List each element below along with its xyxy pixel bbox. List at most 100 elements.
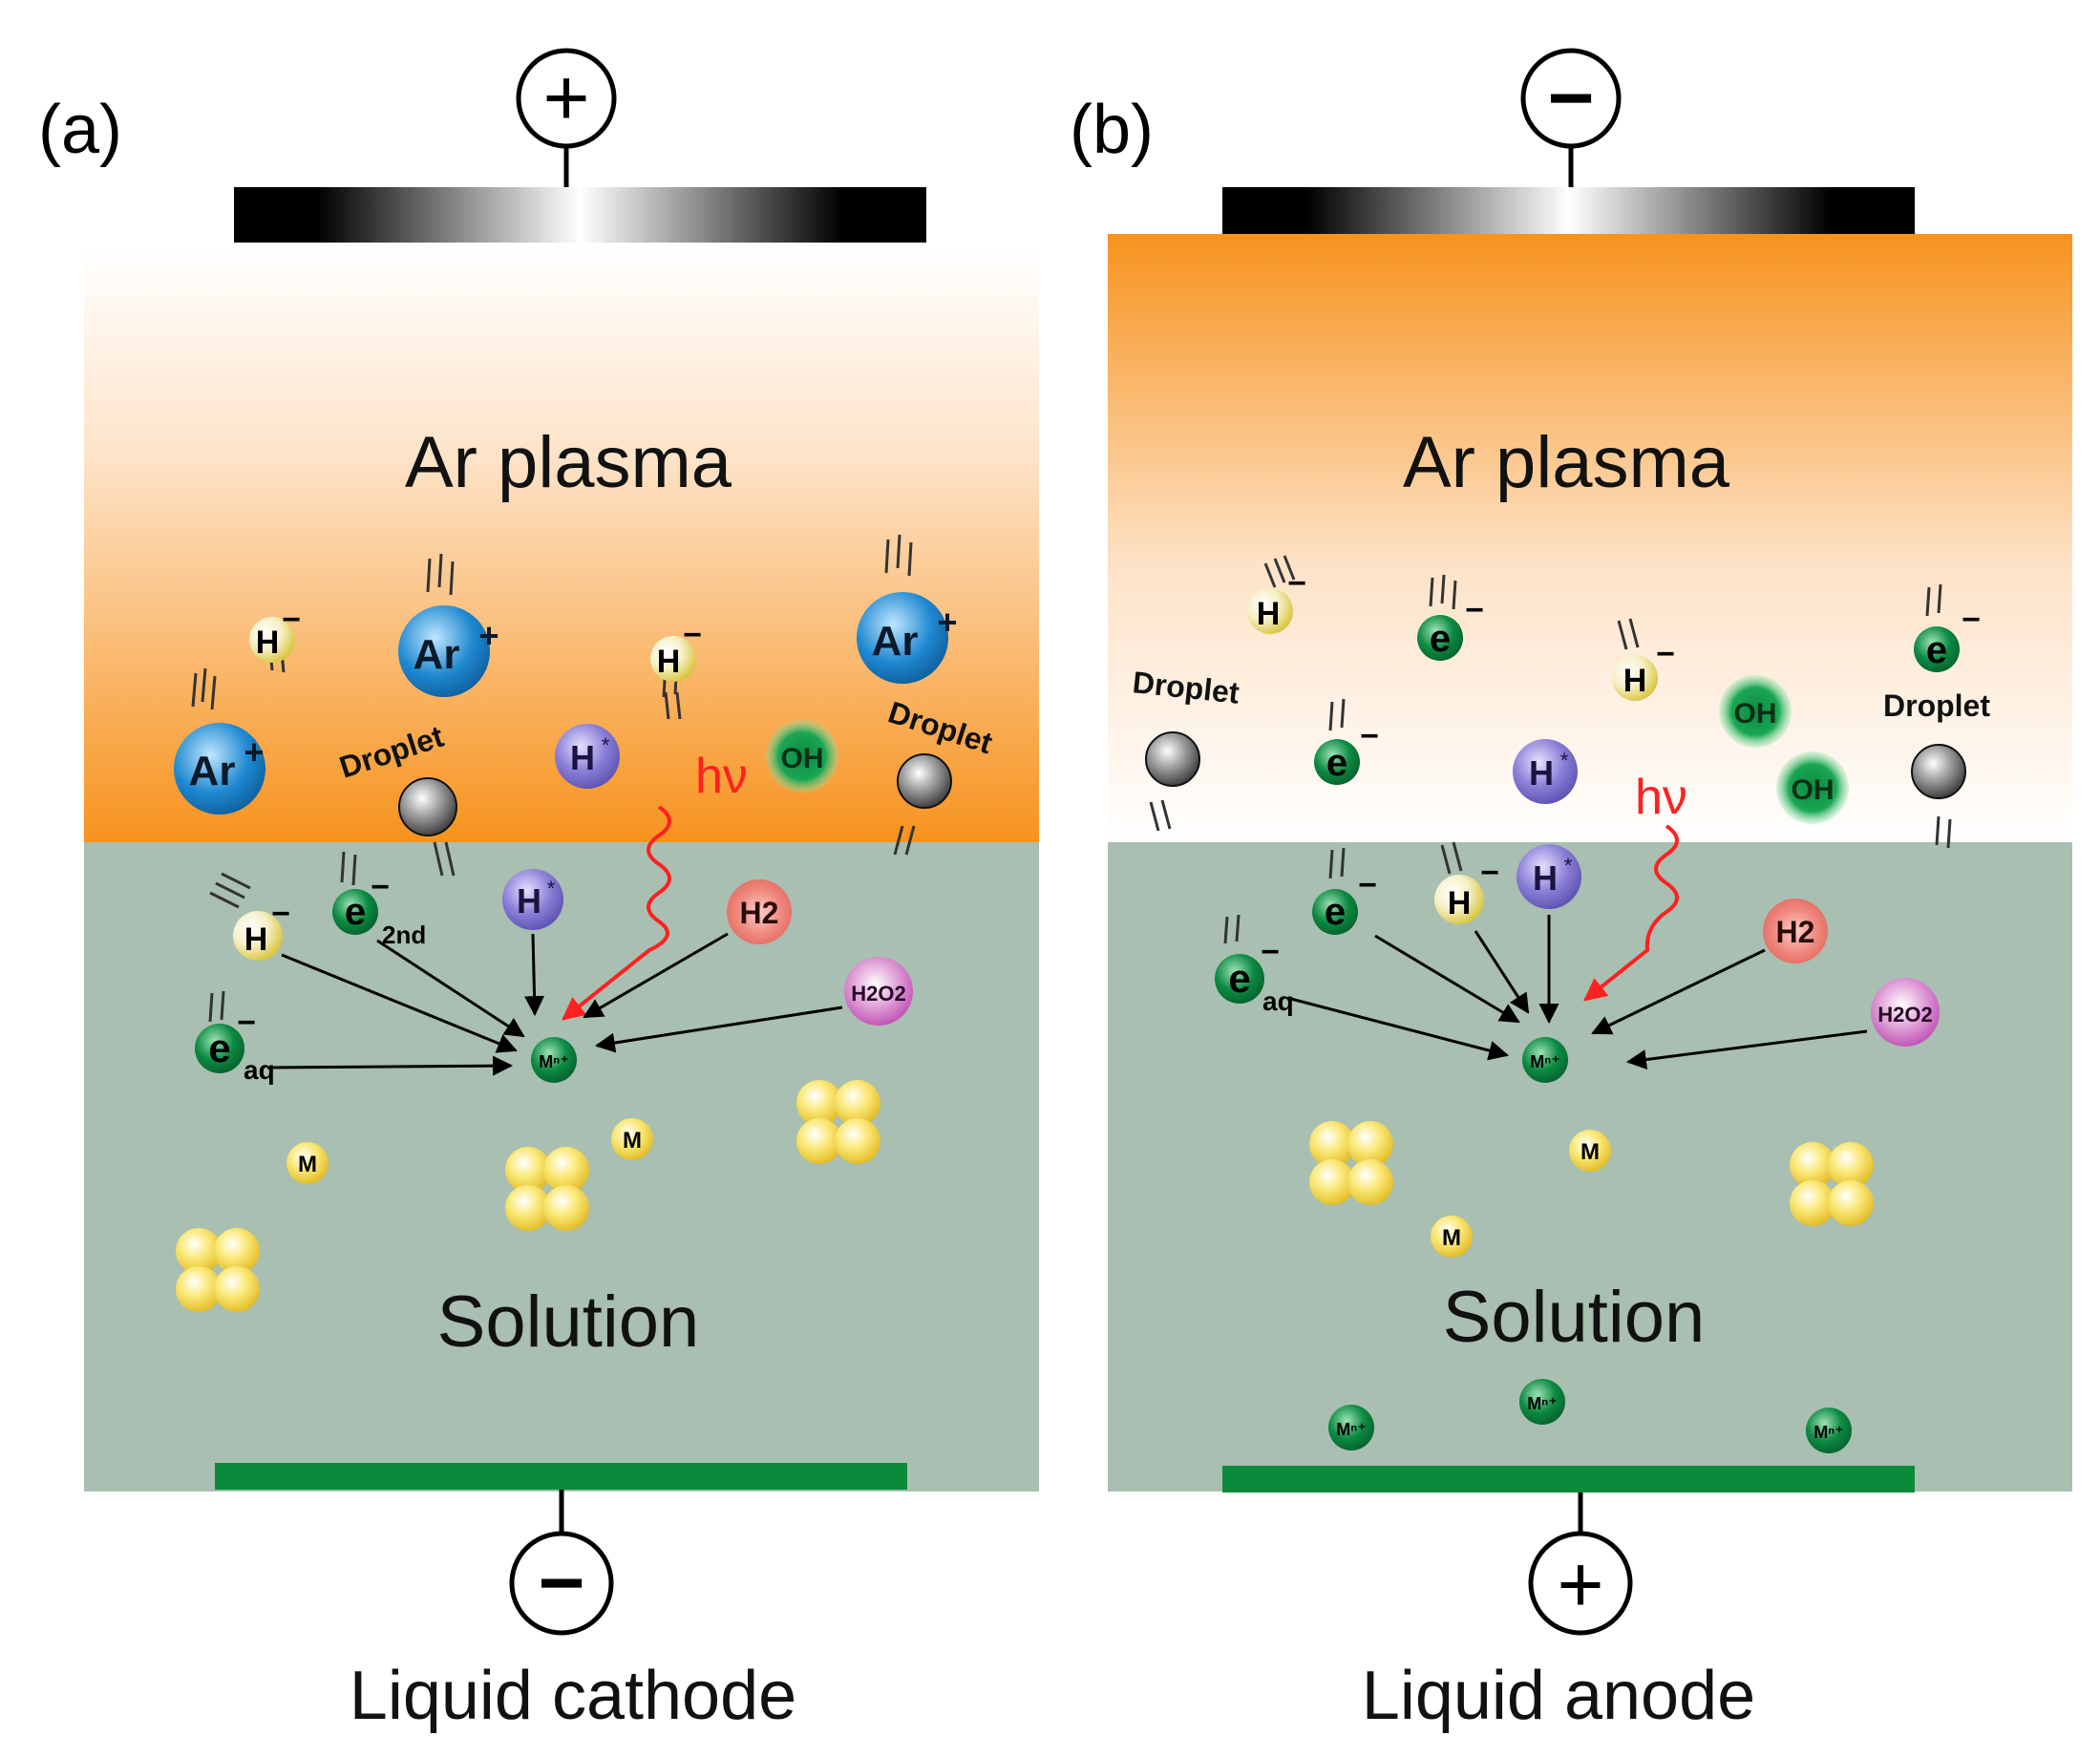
svg-text:H: H xyxy=(1533,858,1558,898)
nanoparticle-cluster-icon xyxy=(176,1228,260,1312)
svg-text:Droplet: Droplet xyxy=(1883,688,1990,723)
hydride-ion-b1: H − xyxy=(1247,565,1306,634)
h2-molecule-1: H2 xyxy=(727,879,792,944)
svg-text:Mⁿ⁺: Mⁿ⁺ xyxy=(539,1052,569,1071)
metal-ion-center-b: Mⁿ⁺ xyxy=(1522,1037,1568,1083)
metal-atom-b2: M xyxy=(1431,1216,1473,1258)
svg-text:−: − xyxy=(282,602,301,638)
svg-text:Mⁿ⁺: Mⁿ⁺ xyxy=(1814,1423,1844,1442)
electron-b3: e − xyxy=(1314,718,1379,785)
svg-text:−: − xyxy=(1287,565,1306,602)
svg-text:*: * xyxy=(602,733,610,757)
panel-a-solution-label: Solution xyxy=(437,1281,700,1363)
svg-text:hν: hν xyxy=(1635,770,1687,825)
svg-text:e: e xyxy=(1325,891,1346,933)
motion-marks xyxy=(191,534,916,1023)
metal-ion-center-a: Mⁿ⁺ xyxy=(531,1037,577,1083)
svg-text:e: e xyxy=(1228,956,1250,1001)
svg-text:H2: H2 xyxy=(1776,915,1815,949)
nanoparticle-cluster-icon xyxy=(796,1080,880,1164)
hydroxyl-radical-b1: OH xyxy=(1719,675,1792,748)
droplet-b2: Droplet xyxy=(1883,688,1990,799)
svg-text:+: + xyxy=(478,616,498,655)
svg-text:−: − xyxy=(237,1005,256,1041)
svg-text:−: − xyxy=(1656,636,1675,672)
svg-text:H2O2: H2O2 xyxy=(1877,1003,1932,1027)
wavy-arrow-icon xyxy=(1583,824,1679,1002)
droplet-icon xyxy=(1145,731,1200,787)
nanoparticle-cluster-icon xyxy=(505,1147,589,1231)
ar-ion-1: Ar + xyxy=(174,723,265,815)
ar-ion-2: Ar + xyxy=(398,605,499,697)
panel-b-top-sign: − xyxy=(1547,53,1594,142)
svg-text:aq: aq xyxy=(1262,986,1294,1016)
svg-text:H2: H2 xyxy=(740,896,779,930)
hydride-ion-1: H − xyxy=(249,602,301,663)
hydride-ion-b3: H − xyxy=(1434,855,1499,924)
svg-text:−: − xyxy=(1465,592,1484,628)
panel-b-top-electrode: − xyxy=(1222,48,1915,243)
svg-text:−: − xyxy=(1962,602,1981,638)
svg-text:−: − xyxy=(1358,867,1377,903)
svg-text:H: H xyxy=(657,644,681,680)
panel-a-bottom-sign: − xyxy=(538,1537,584,1627)
h2-molecule-b1: H2 xyxy=(1763,899,1828,963)
svg-text:Ar: Ar xyxy=(414,631,460,678)
metal-atom-1: M xyxy=(286,1142,329,1184)
hydrogen-radical-b1: H * xyxy=(1513,739,1578,804)
svg-text:−: − xyxy=(683,617,702,653)
svg-text:H: H xyxy=(256,624,280,661)
svg-text:e: e xyxy=(1326,742,1347,784)
reaction-arrows-a xyxy=(266,932,843,1076)
h2o2-molecule-b1: H2O2 xyxy=(1871,978,1940,1047)
panel-a-caption: Liquid cathode xyxy=(350,1658,796,1734)
svg-text:H: H xyxy=(570,738,595,777)
hydrogen-radical-2: H * xyxy=(502,869,563,930)
svg-text:2nd: 2nd xyxy=(382,921,426,949)
svg-text:M: M xyxy=(1442,1225,1461,1251)
electron-b1: e − xyxy=(1417,592,1484,661)
electron-b2: e − xyxy=(1914,602,1981,672)
metal-atom-b1: M xyxy=(1569,1130,1611,1172)
panel-b-bottom-sign: + xyxy=(1557,1539,1603,1629)
svg-text:e: e xyxy=(1430,618,1451,660)
nanoparticle-cluster-icon xyxy=(1790,1142,1874,1226)
svg-text:hν: hν xyxy=(695,749,748,804)
svg-text:H: H xyxy=(1448,885,1472,921)
svg-text:e: e xyxy=(345,891,366,933)
hydroxyl-radical-b2: OH xyxy=(1776,751,1849,824)
metal-ion-b2: Mⁿ⁺ xyxy=(1519,1379,1565,1425)
panel-b-plasma-region xyxy=(1108,234,2072,842)
panel-b-solution-label: Solution xyxy=(1443,1277,1706,1358)
hydride-ion-b2: H − xyxy=(1612,636,1675,701)
svg-text:OH: OH xyxy=(1734,698,1777,730)
hydride-ion-3: H − xyxy=(233,896,290,961)
secondary-electron: e − 2nd xyxy=(332,869,426,949)
metal-ion-b3: Mⁿ⁺ xyxy=(1806,1408,1852,1453)
svg-text:Mⁿ⁺: Mⁿ⁺ xyxy=(1336,1420,1367,1439)
svg-text:Ar: Ar xyxy=(872,618,919,665)
svg-text:M: M xyxy=(1580,1139,1600,1165)
hydrogen-radical-b2: H * xyxy=(1517,844,1581,909)
svg-text:M: M xyxy=(623,1128,642,1154)
metal-atom-2: M xyxy=(611,1118,653,1160)
svg-text:M: M xyxy=(298,1152,317,1177)
panel-b: (b) − Ar plasma Solution + Liquid anode xyxy=(1070,48,2072,1734)
plus-sign-icon xyxy=(1528,1531,1633,1636)
h2o2-molecule-1: H2O2 xyxy=(844,957,913,1026)
svg-text:OH: OH xyxy=(781,743,824,774)
panel-a-plasma-label: Ar plasma xyxy=(405,422,732,503)
aqueous-electron-1: e − aq xyxy=(195,1005,275,1085)
svg-text:Mⁿ⁺: Mⁿ⁺ xyxy=(1527,1394,1558,1413)
panel-a-label: (a) xyxy=(38,92,122,168)
panel-b-bottom-electrode: + xyxy=(1222,1466,1915,1636)
svg-text:H: H xyxy=(517,881,541,921)
svg-text:*: * xyxy=(1564,854,1573,878)
electron-b4: e − xyxy=(1312,867,1377,935)
panel-b-caption: Liquid anode xyxy=(1362,1658,1755,1734)
svg-text:e: e xyxy=(1926,629,1947,671)
svg-text:H: H xyxy=(244,921,268,958)
svg-text:H2O2: H2O2 xyxy=(851,982,905,1006)
svg-text:−: − xyxy=(1480,855,1499,891)
